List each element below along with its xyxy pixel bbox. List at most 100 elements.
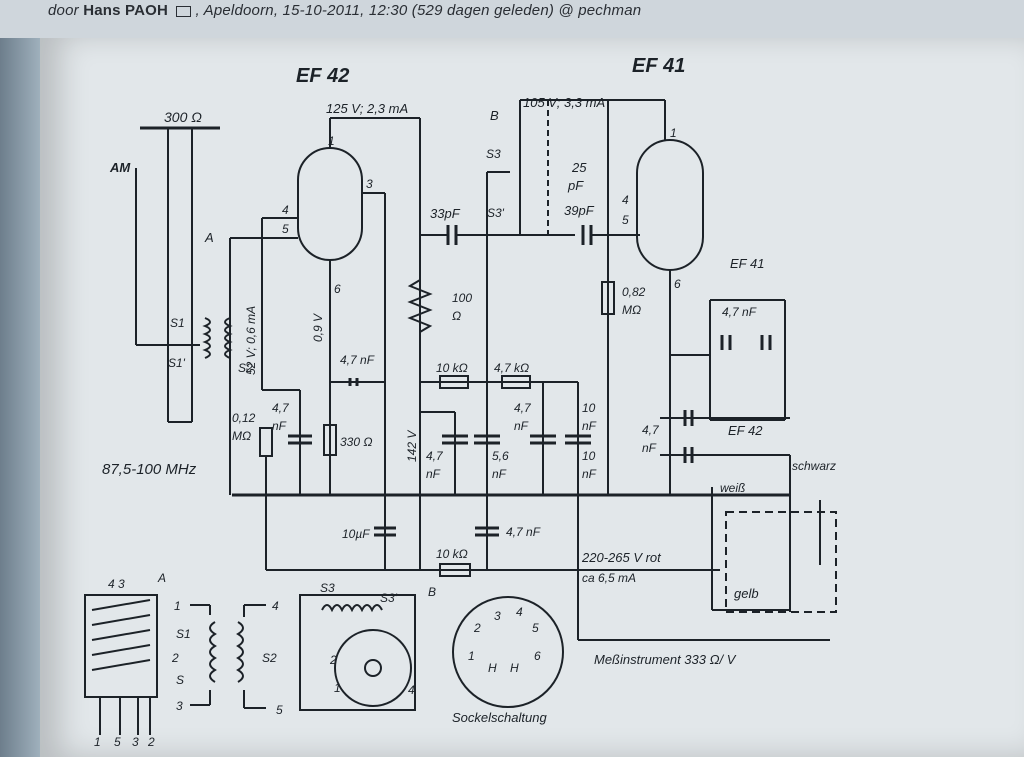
pin-5-right: 5: [622, 213, 629, 227]
byline-rest: , Apeldoorn, 15-10-2011, 12:30 (529 dage…: [195, 2, 642, 19]
socket-pin-2: 2: [473, 621, 481, 635]
pin-3-left: 3: [366, 177, 373, 191]
label-r100-unit: Ω: [452, 309, 461, 323]
socket-pin-4: 4: [516, 605, 523, 619]
detail-s1: S1: [176, 627, 191, 641]
label-r012-unit: MΩ: [232, 429, 251, 443]
label-r330: 330 Ω: [340, 435, 372, 449]
socket-pin-h2: H: [510, 661, 519, 675]
label-s1p: S1': [168, 356, 186, 370]
detail-s: S: [176, 673, 184, 687]
label-v142: 142 V: [405, 430, 419, 462]
label-c47-b-unit: nF: [426, 467, 441, 481]
socket-pin-5: 5: [532, 621, 539, 635]
label-c25-unit: pF: [567, 178, 584, 193]
label-v52: 52 V; 0,6 mA: [244, 306, 258, 375]
detail-5: 5: [276, 703, 283, 717]
post-byline: door Hans PAOH , Apeldoorn, 15-10-2011, …: [48, 2, 641, 19]
label-left-supply: 125 V; 2,3 mA: [326, 101, 408, 116]
detail-pin-2: 2: [147, 735, 155, 749]
label-c47-top: 4,7 nF: [340, 353, 375, 367]
detail-a: A: [157, 571, 166, 585]
label-ef41-small: EF 41: [730, 256, 764, 271]
label-c47-pair: 4,7 nF: [722, 305, 757, 319]
tube-label-ef42: EF 42: [296, 65, 349, 87]
detail-2: 2: [171, 651, 179, 665]
label-c10-b: 10: [582, 449, 596, 463]
label-c47-a: 4,7: [272, 401, 290, 415]
label-r10k-a: 10 kΩ: [436, 361, 468, 375]
socket-pin-h1: H: [488, 661, 497, 675]
label-r47k: 4,7 kΩ: [494, 361, 529, 375]
schematic-wires: [84, 99, 837, 735]
label-r012: 0,12: [232, 411, 256, 425]
label-freq: 87,5-100 MHz: [102, 461, 197, 478]
monitor-bezel: [0, 0, 40, 757]
label-r082-unit: MΩ: [622, 303, 641, 317]
forum-header: door Hans PAOH , Apeldoorn, 15-10-2011, …: [0, 0, 1024, 38]
pin-1-left: 1: [328, 134, 335, 148]
pin-5-left: 5: [282, 222, 289, 236]
scan-paper: [40, 34, 1024, 757]
switch-1: 1: [334, 681, 341, 695]
socket-pin-6: 6: [534, 649, 541, 663]
detail-b: B: [428, 585, 436, 599]
label-c47-d-unit: nF: [642, 441, 657, 455]
label-s1: S1: [170, 316, 185, 330]
label-c10-a: 10: [582, 401, 596, 415]
label-supply-ma: ca 6,5 mA: [582, 571, 636, 585]
detail-s2: S2: [262, 651, 277, 665]
pin-6-left: 6: [334, 282, 341, 296]
label-c47-bottom: 4,7 nF: [506, 525, 541, 539]
label-c39: 39pF: [564, 203, 595, 218]
label-c56-unit: nF: [492, 467, 507, 481]
label-c47-c: 4,7: [514, 401, 532, 415]
label-right-supply: 105 V; 3,3 mA: [523, 95, 605, 110]
label-gelb: gelb: [734, 586, 759, 601]
detail-s3p: S3': [380, 591, 398, 605]
label-s3p: S3': [487, 206, 505, 220]
label-c25: 25: [571, 160, 587, 175]
label-c47-c-unit: nF: [514, 419, 529, 433]
label-v09: 0,9 V: [311, 313, 325, 342]
label-r10k-b: 10 kΩ: [436, 547, 468, 561]
label-weiss: weiß: [720, 481, 745, 495]
label-s2: S2: [238, 361, 253, 375]
detail-s3: S3: [320, 581, 335, 595]
label-am: AM: [109, 160, 131, 175]
label-c33: 33pF: [430, 206, 461, 221]
pin-4-left: 4: [282, 203, 289, 217]
label-c56: 5,6: [492, 449, 509, 463]
socket-pin-1: 1: [468, 649, 475, 663]
pin-4-right: 4: [622, 193, 629, 207]
label-s3: S3: [486, 147, 501, 161]
pin-6-right: 6: [674, 277, 681, 291]
tube-label-ef41: EF 41: [632, 55, 685, 77]
label-c10-b-unit: nF: [582, 467, 597, 481]
label-b: B: [490, 108, 499, 123]
label-a: A: [204, 230, 214, 245]
label-r082: 0,82: [622, 285, 646, 299]
label-c47-b: 4,7: [426, 449, 444, 463]
author-link[interactable]: Hans PAOH: [83, 2, 169, 19]
label-c47-d: 4,7: [642, 423, 660, 437]
label-c10-a-unit: nF: [582, 419, 597, 433]
mail-icon[interactable]: [176, 5, 192, 17]
detail-pin-5: 5: [114, 735, 121, 749]
detail-1: 1: [174, 599, 181, 613]
detail-pin-1: 1: [94, 735, 101, 749]
socket-pin-3: 3: [494, 609, 501, 623]
label-supply: 220-265 V rot: [581, 550, 662, 565]
detail-pin-3: 3: [132, 735, 139, 749]
label-r100: 100: [452, 291, 472, 305]
label-ef42-small: EF 42: [728, 423, 763, 438]
label-c47-a-unit: nF: [272, 419, 287, 433]
switch-4: 4: [408, 683, 415, 697]
detail-43: 4 3: [108, 577, 125, 591]
label-meter: Meßinstrument 333 Ω/ V: [594, 652, 737, 667]
switch-2: 2: [329, 653, 337, 667]
label-c10uf: 10µF: [342, 527, 370, 541]
byline-prefix: door: [48, 2, 79, 19]
label-schwarz: schwarz: [792, 459, 836, 473]
